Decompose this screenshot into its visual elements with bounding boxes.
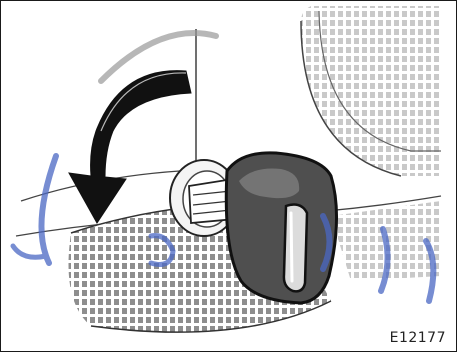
key-icon <box>226 153 336 303</box>
figure-code: E12177 <box>390 330 446 346</box>
speaker-grille-upper <box>301 6 441 176</box>
